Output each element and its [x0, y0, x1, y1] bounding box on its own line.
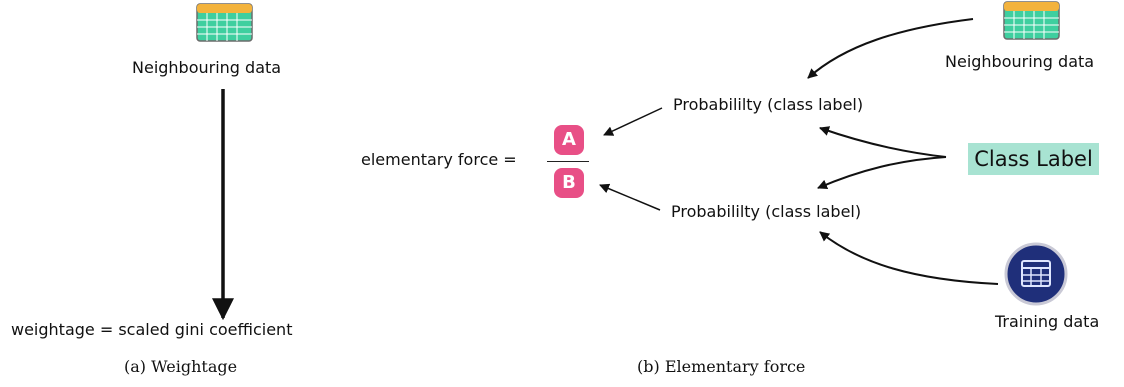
arrow-neighbouring-to-prob — [807, 18, 974, 79]
badge-b: B — [554, 168, 584, 198]
neighbouring-data-label: Neighbouring data — [132, 58, 282, 77]
arrow-classlabel-to-prob-bottom — [817, 156, 947, 190]
neighbouring-data-label-right: Neighbouring data — [945, 52, 1095, 71]
class-label-box: Class Label — [968, 143, 1099, 175]
table-icon — [196, 3, 253, 42]
probability-label-bottom: Probabililty (class label) — [671, 202, 862, 221]
elementary-force-label: elementary force = — [361, 150, 517, 169]
table-icon — [1003, 1, 1060, 40]
caption-a: (a) Weightage — [124, 357, 238, 376]
fraction-line — [547, 161, 589, 162]
weightage-formula: weightage = scaled gini coefficient — [11, 320, 293, 339]
probability-label-top: Probabililty (class label) — [673, 95, 864, 114]
training-data-icon — [1004, 242, 1068, 306]
caption-b: (b) Elementary force — [637, 357, 806, 376]
badge-a: A — [554, 125, 584, 155]
arrow-prob-bottom-to-B — [599, 183, 661, 211]
arrow-prob-top-to-A — [603, 107, 663, 136]
arrow-classlabel-to-prob-top — [819, 126, 947, 158]
training-data-label: Training data — [995, 312, 1100, 331]
arrow-training-to-prob — [819, 231, 999, 285]
